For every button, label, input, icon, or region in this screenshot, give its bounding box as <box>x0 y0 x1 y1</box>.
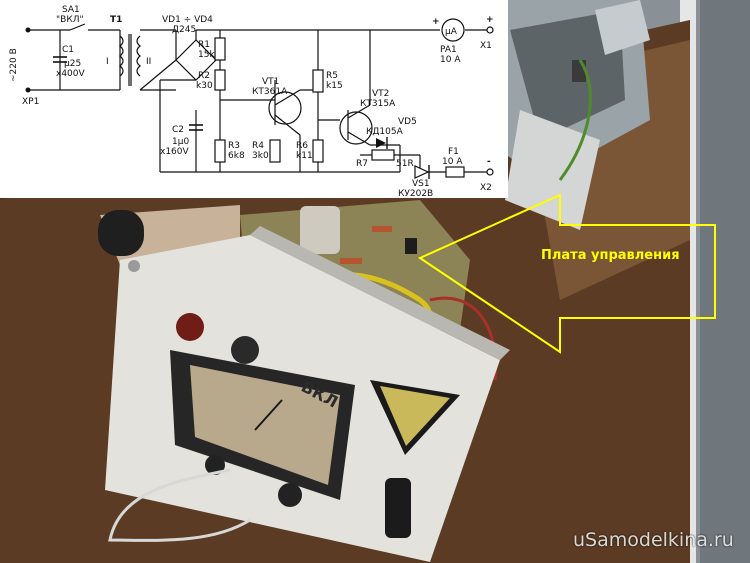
gray-cable <box>108 468 251 542</box>
r4-symbol <box>269 139 281 163</box>
r4-value: 3k0 <box>252 151 269 161</box>
r6-value: k11 <box>296 151 313 161</box>
vs1-type: КУ202В <box>398 189 433 198</box>
control-board-callout-label: Плата управления <box>541 248 680 263</box>
bolt <box>572 60 586 82</box>
c2-value: 1μ0 <box>172 137 189 147</box>
vt1-label: VT1 <box>262 77 279 87</box>
radiator <box>505 110 600 230</box>
winding-1-label: I <box>106 57 109 67</box>
fuse-holder-red <box>176 313 204 341</box>
pa1-label: PA1 <box>440 45 457 55</box>
output-connector <box>385 478 411 538</box>
t1-label: T1 <box>110 15 122 25</box>
pa1-symbol <box>441 18 465 42</box>
f1-label: F1 <box>448 147 459 157</box>
r2-symbol <box>214 69 226 91</box>
r3-symbol <box>214 139 226 163</box>
ammeter-face <box>190 365 340 485</box>
x2-terminal-icon <box>486 168 494 176</box>
vd5-symbol <box>376 138 386 148</box>
front-panel-edge <box>250 226 510 360</box>
knob-left <box>98 210 144 256</box>
panel-screw-top <box>128 260 140 272</box>
c2-voltage: x160V <box>160 147 190 157</box>
vs1-symbol <box>414 165 430 179</box>
vd5-type: КД105А <box>366 127 404 137</box>
voltage-label: ~220 В <box>9 48 19 82</box>
schematic-background <box>0 0 508 198</box>
switch-knob <box>231 336 259 364</box>
f1-value: 10 A <box>442 157 463 167</box>
callout-arrow <box>417 193 716 354</box>
sa1-label: SA1 <box>62 5 80 15</box>
pa1-symbol-label: μA <box>445 27 458 37</box>
xp1-label: ХР1 <box>22 97 39 107</box>
vd-label: VD1 ÷ VD4 <box>162 15 213 25</box>
vt1-type: КТ361А <box>252 87 288 97</box>
ammeter-needle <box>254 399 283 431</box>
circuit-schematic: SA1 "ВКЛ" ~220 В ХР1 C1 μ25 x400V T1 I I… <box>0 0 508 198</box>
schematic-capacitors <box>53 56 203 131</box>
r5-label: R5 <box>326 71 338 81</box>
r3-value: 6k8 <box>228 151 245 161</box>
f1-symbol <box>445 166 465 178</box>
transistor <box>405 238 417 254</box>
x2-label: X2 <box>480 183 492 193</box>
r1-label: R1 <box>198 40 210 50</box>
capacitor <box>300 206 340 254</box>
c1-voltage: x400V <box>56 69 86 79</box>
r5-value: k15 <box>326 81 343 91</box>
sa1-state-label: "ВКЛ" <box>56 15 84 25</box>
transformer-shadow <box>510 10 625 140</box>
terminal-bottom-left <box>205 455 225 475</box>
vd5-label: VD5 <box>398 117 417 127</box>
x1-terminal-icon <box>486 26 494 34</box>
r7-value: 51R <box>396 159 414 169</box>
pa1-value: 10 A <box>440 55 461 65</box>
r2-value: k30 <box>196 81 213 91</box>
r2-label: R2 <box>198 71 210 81</box>
green-wire <box>558 59 592 181</box>
r5-symbol <box>312 69 324 93</box>
c1-label: C1 <box>62 45 74 55</box>
r7-label: R7 <box>356 159 368 169</box>
r7-symbol <box>371 149 395 161</box>
vt2-type: КТ315А <box>360 99 396 109</box>
minus-sign-x2: - <box>487 157 491 167</box>
vt1-symbol <box>268 91 302 125</box>
vd-type: Д245 <box>172 25 196 35</box>
x1-label: X1 <box>480 41 492 51</box>
r1-value: 15k <box>198 50 215 60</box>
c1-value: μ25 <box>64 59 81 69</box>
r6-symbol <box>312 139 324 163</box>
xp1-terminal-top-icon <box>25 27 31 33</box>
terminal-bottom-mid <box>278 483 302 507</box>
winding-2-label: II <box>146 57 151 67</box>
resistor-1 <box>340 258 362 264</box>
plus-sign-x1: + <box>486 15 494 25</box>
transformer-coils <box>119 34 141 86</box>
schematic-resistors <box>214 37 395 163</box>
xp1-terminal-bottom-icon <box>25 87 31 93</box>
resistor-2 <box>372 226 392 232</box>
site-watermark: uSamodelkina.ru <box>573 529 734 551</box>
r6-label: R6 <box>296 141 308 151</box>
c2-label: C2 <box>172 125 184 135</box>
plus-sign: + <box>432 17 440 27</box>
r1-symbol <box>214 37 226 61</box>
vt2-symbol <box>339 111 373 145</box>
r3-label: R3 <box>228 141 240 151</box>
vt2-label: VT2 <box>372 89 389 99</box>
window-frame-inner <box>700 0 750 563</box>
warning-triangle-yellow <box>380 386 450 446</box>
vs1-label: VS1 <box>412 179 430 189</box>
metal-bracket <box>595 0 650 55</box>
r4-label: R4 <box>252 141 264 151</box>
